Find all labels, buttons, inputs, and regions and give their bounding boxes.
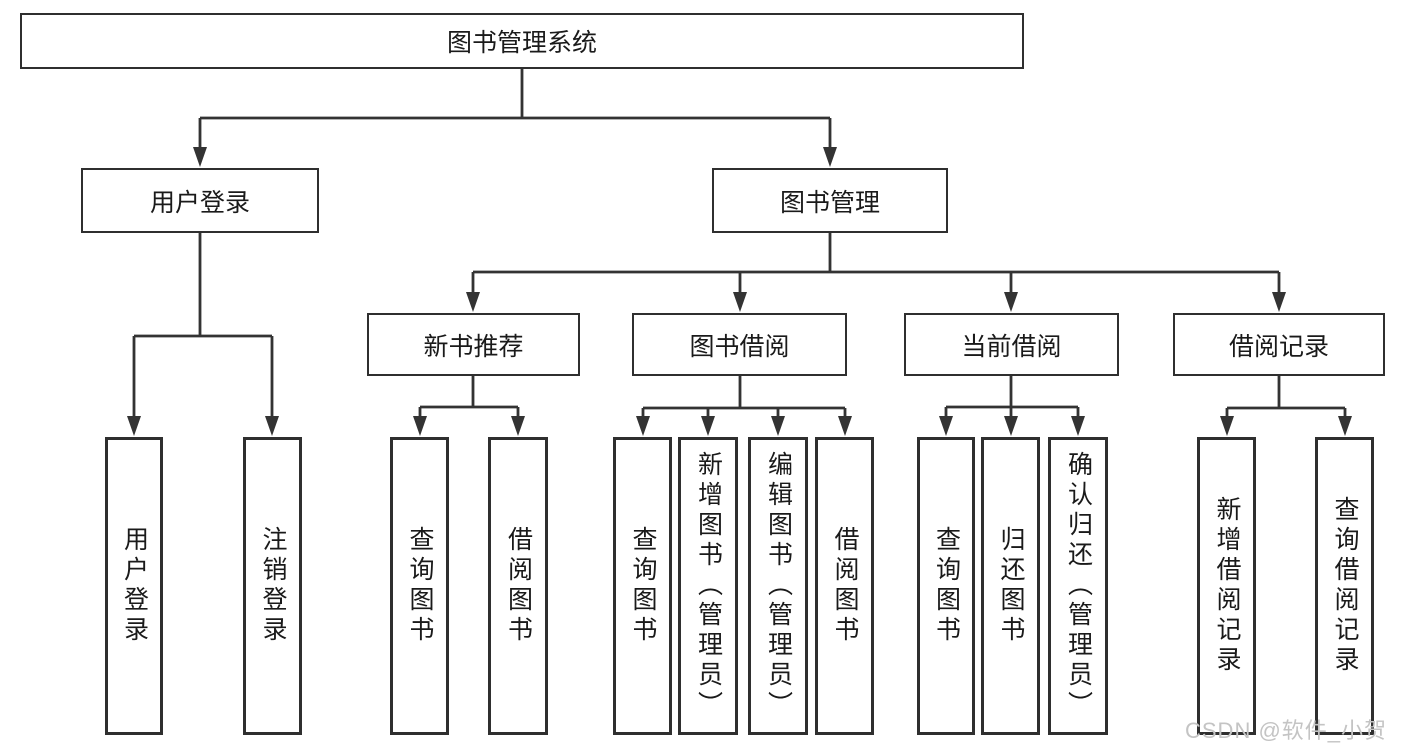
arrow-icon	[1338, 416, 1352, 436]
leaf-borrow-add-books-admin: 新增图书（管理员）	[678, 437, 738, 735]
arrow-icon	[771, 416, 785, 436]
arrow-icon	[511, 416, 525, 436]
leaf-current-return-books: 归还图书	[981, 437, 1040, 735]
leaf-logout: 注销登录	[243, 437, 302, 735]
arrow-icon	[939, 416, 953, 436]
leaf-current-query-books: 查询图书	[917, 437, 975, 735]
arrow-icon	[1071, 416, 1085, 436]
leaf-recommend-query-books: 查询图书	[390, 437, 449, 735]
leaf-borrow-query-books: 查询图书	[613, 437, 672, 735]
node-user-login-branch: 用户登录	[81, 168, 319, 233]
watermark: CSDN @软件_小贺同学	[1185, 718, 1388, 743]
arrow-icon	[193, 147, 207, 167]
arrow-icon	[1272, 292, 1286, 312]
arrow-icon	[1004, 292, 1018, 312]
leaf-current-confirm-return-admin: 确认归还（管理员）	[1048, 437, 1108, 735]
arrow-icon	[838, 416, 852, 436]
arrow-icon	[466, 292, 480, 312]
leaf-records-add-record: 新增借阅记录	[1197, 437, 1256, 735]
arrow-icon	[823, 147, 837, 167]
arrow-icon	[701, 416, 715, 436]
leaf-borrow-borrow-books: 借阅图书	[815, 437, 874, 735]
arrow-icon	[265, 416, 279, 436]
node-borrow-records: 借阅记录	[1173, 313, 1385, 376]
arrow-icon	[733, 292, 747, 312]
arrow-icon	[636, 416, 650, 436]
node-root: 图书管理系统	[20, 13, 1024, 69]
arrow-icon	[1004, 416, 1018, 436]
node-current-borrow: 当前借阅	[904, 313, 1119, 376]
leaf-records-query-record: 查询借阅记录	[1315, 437, 1374, 735]
leaf-recommend-borrow-books: 借阅图书	[488, 437, 548, 735]
node-new-book-recommend: 新书推荐	[367, 313, 580, 376]
node-book-borrow: 图书借阅	[632, 313, 847, 376]
leaf-user-login: 用户登录	[105, 437, 163, 735]
leaf-borrow-edit-books-admin: 编辑图书（管理员）	[748, 437, 808, 735]
node-book-management: 图书管理	[712, 168, 948, 233]
arrow-icon	[127, 416, 141, 436]
arrow-icon	[1220, 416, 1234, 436]
arrow-icon	[413, 416, 427, 436]
